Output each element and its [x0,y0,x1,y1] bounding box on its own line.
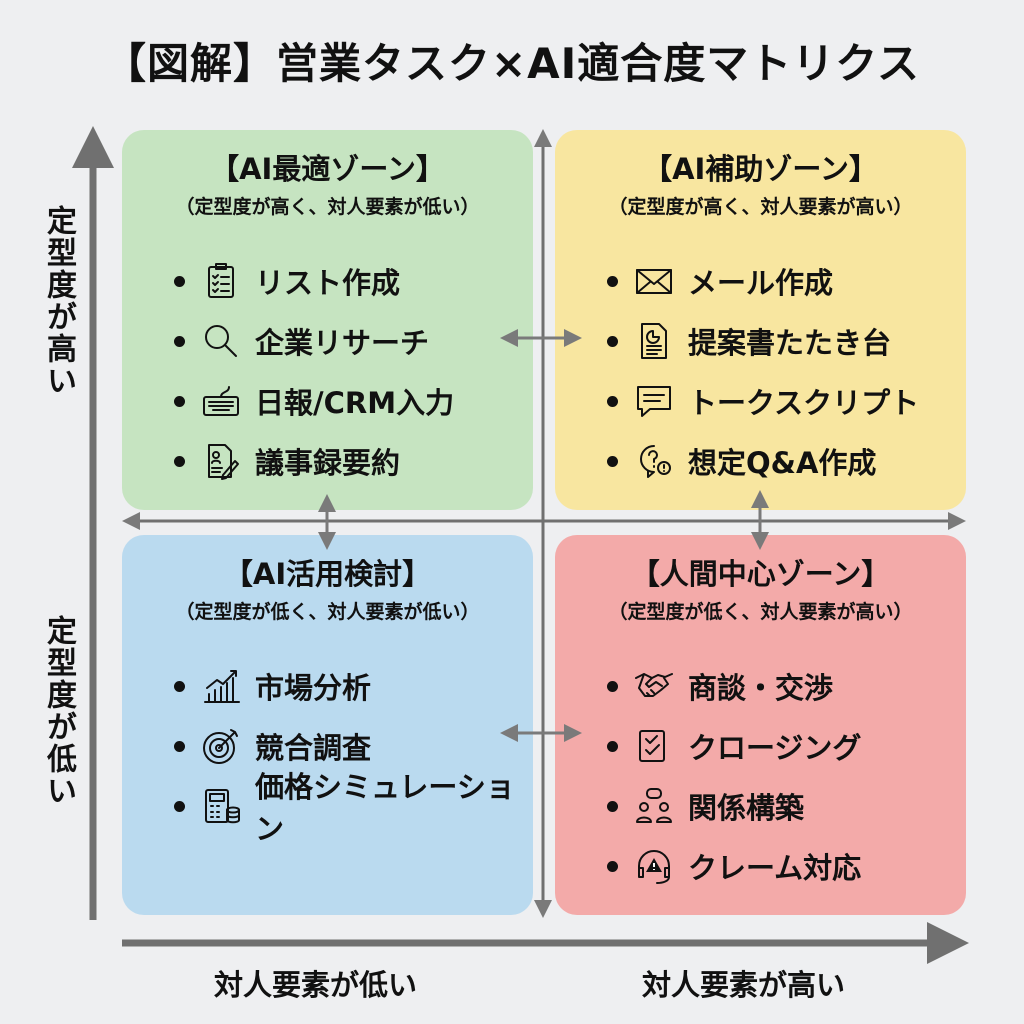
task-item: 競合調査 [174,716,533,776]
task-label: クロージング [688,731,862,765]
quadrant-title: 【AI最適ゾーン】 [210,152,445,186]
magnifier-icon [205,325,237,357]
bullet-icon [174,335,185,347]
bullet-icon [607,395,618,407]
quadrant-subtitle: （定型度が高く、対人要素が低い） [175,196,480,218]
task-label: 価格シミュレーション [255,770,515,846]
bullet-icon [607,860,618,872]
task-label: 日報/CRM入力 [255,386,455,420]
task-label: 関係構築 [688,791,805,825]
quadrant-subtitle: （定型度が高く、対人要素が高い） [608,196,913,218]
quadrant-ai-optimal: 【AI最適ゾーン】 （定型度が高く、対人要素が低い） リスト作成 企業リサーチ … [122,130,533,510]
bullet-icon [607,800,618,812]
speech-bubble-icon [637,386,671,417]
task-list: 商談・交渉 クロージング 関係構築 クレーム対応 [555,656,966,896]
keyboard-icon [203,386,239,416]
task-item: リスト作成 [174,251,533,311]
document-pen-icon [208,444,239,480]
quadrant-title: 【AI活用検討】 [223,557,432,591]
task-label: 市場分析 [255,671,372,705]
checklist-box-icon [639,730,665,762]
task-item: 議事録要約 [174,431,533,491]
bullet-icon [607,455,618,467]
bullet-icon [607,740,618,752]
task-label: 商談・交渉 [688,671,834,705]
task-item: メール作成 [607,251,966,311]
headset-warning-icon [638,850,670,884]
y-axis-label-low: 定型度が低い [41,615,76,807]
x-axis-label-low: 対人要素が低い [214,968,418,1002]
target-icon [203,729,238,764]
bullet-icon [174,395,185,407]
calculator-icon [205,789,240,824]
quadrant-ai-assist: 【AI補助ゾーン】 （定型度が高く、対人要素が高い） メール作成 提案書たたき台… [555,130,966,510]
y-axis-label-high: 定型度が高い [41,205,76,397]
task-label: 想定Q&A作成 [688,446,877,480]
task-label: メール作成 [688,266,834,300]
task-label: 競合調査 [255,731,372,765]
quadrant-ai-consider: 【AI活用検討】 （定型度が低く、対人要素が低い） 市場分析 競合調査 価格シミ… [122,535,533,915]
task-list: リスト作成 企業リサーチ 日報/CRM入力 議事録要約 [122,251,533,491]
question-bulb-icon [640,445,671,478]
bullet-icon [607,275,618,287]
task-item: 関係構築 [607,776,966,836]
document-chart-icon [641,323,667,359]
handshake-icon [635,673,673,697]
task-list: 市場分析 競合調査 価格シミュレーション [122,656,533,846]
quadrant-subtitle: （定型度が低く、対人要素が低い） [175,601,480,623]
task-label: 提案書たたき台 [688,326,892,360]
task-item: 価格シミュレーション [174,770,533,846]
quadrant-human-centric: 【人間中心ゾーン】 （定型度が低く、対人要素が高い） 商談・交渉 クロージング … [555,535,966,915]
task-item: 市場分析 [174,656,533,716]
bullet-icon [607,680,618,692]
quadrant-subtitle: （定型度が低く、対人要素が高い） [608,601,913,623]
task-label: 企業リサーチ [255,326,430,360]
task-item: トークスクリプト [607,371,966,431]
task-item: クロージング [607,716,966,776]
bullet-icon [174,680,185,692]
task-item: 想定Q&A作成 [607,431,966,491]
task-item: 商談・交渉 [607,656,966,716]
quadrant-title: 【人間中心ゾーン】 [630,557,891,591]
task-item: 提案書たたき台 [607,311,966,371]
bullet-icon [174,455,185,467]
task-list: メール作成 提案書たたき台 トークスクリプト 想定Q&A作成 [555,251,966,491]
x-axis-label-high: 対人要素が高い [642,968,846,1002]
task-item: クレーム対応 [607,836,966,896]
task-label: リスト作成 [255,266,401,300]
task-item: 企業リサーチ [174,311,533,371]
quadrant-title: 【AI補助ゾーン】 [643,152,878,186]
people-icon [636,788,672,823]
bullet-icon [607,335,618,347]
task-label: クレーム対応 [688,851,862,885]
bar-chart-icon [204,670,240,703]
bullet-icon [174,275,185,287]
task-item: 日報/CRM入力 [174,371,533,431]
task-label: トークスクリプト [688,386,920,420]
task-label: 議事録要約 [255,446,401,480]
page-title: 【図解】営業タスク×AI適合度マトリクス [103,39,921,88]
envelope-icon [636,269,672,294]
clipboard-checklist-icon [208,263,234,298]
bullet-icon [174,740,185,752]
bullet-icon [174,800,185,812]
